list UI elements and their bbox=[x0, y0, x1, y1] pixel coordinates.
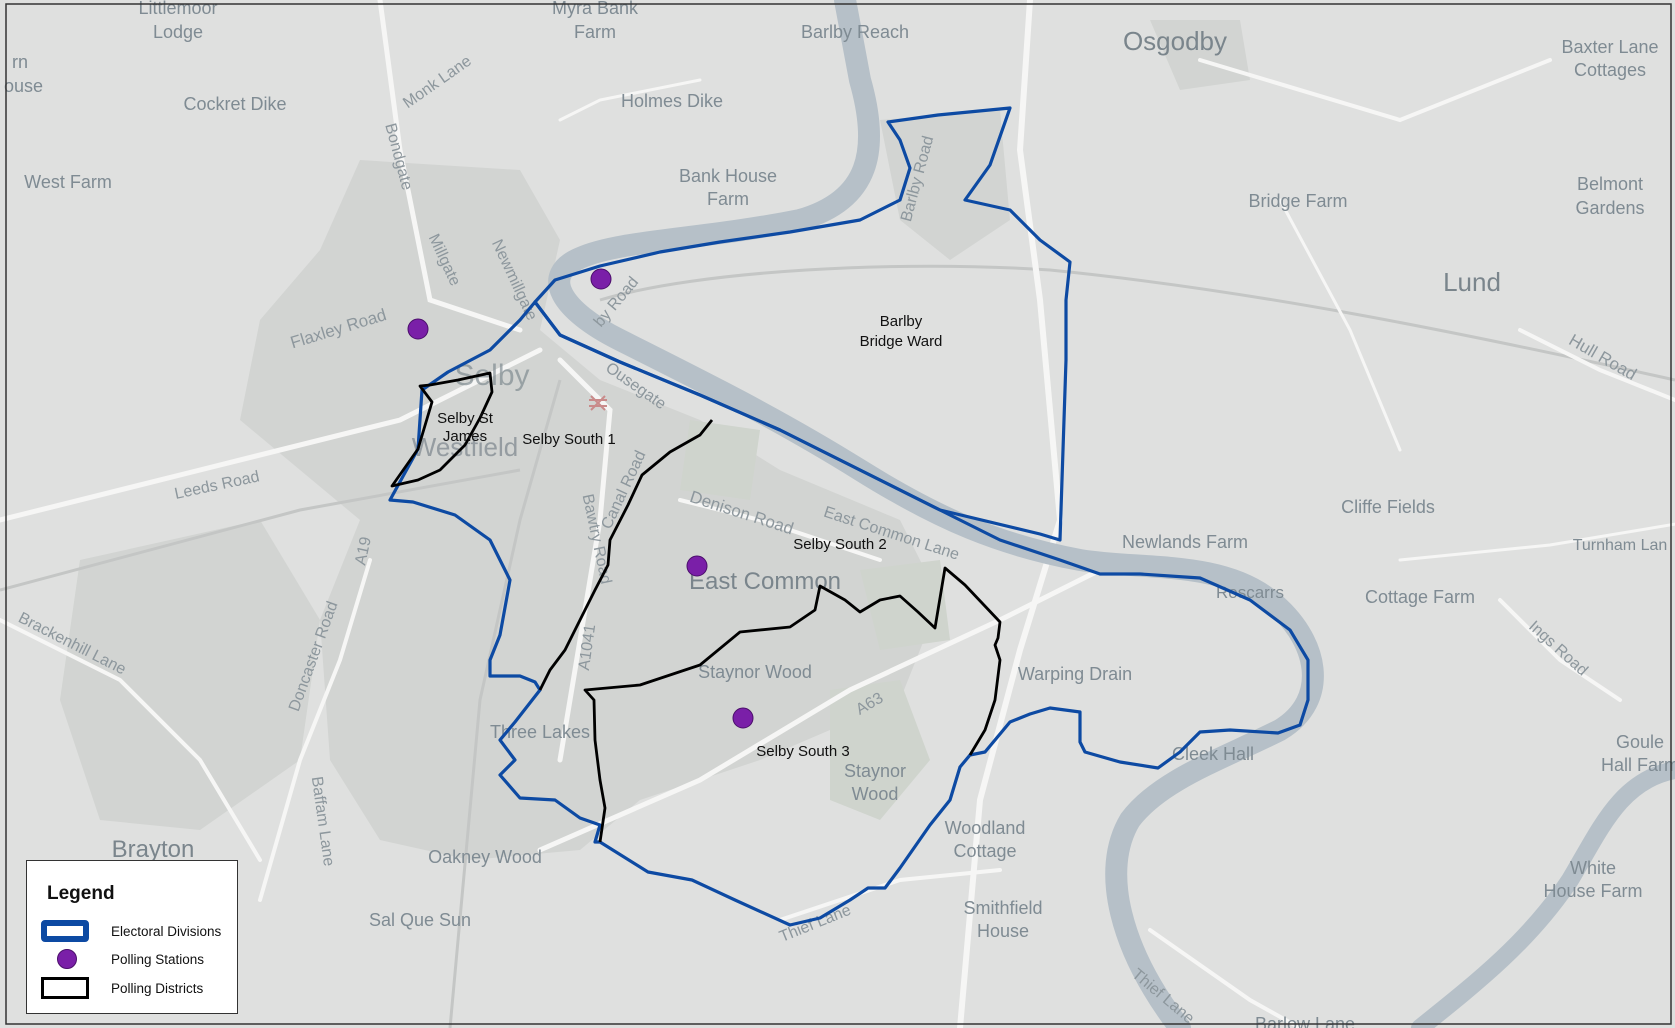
electoral-divisions[interactable] bbox=[388, 106, 1310, 927]
electoral-division-boundary[interactable] bbox=[388, 300, 1310, 927]
place-label: House Farm bbox=[1543, 881, 1642, 901]
place-label: White bbox=[1570, 858, 1616, 878]
legend-item-label: Electoral Divisions bbox=[111, 924, 222, 939]
place-label: Newlands Farm bbox=[1122, 532, 1248, 552]
district-label: Selby South 3 bbox=[756, 743, 849, 760]
place-label: Lodge bbox=[153, 22, 203, 42]
railway-station-icon bbox=[589, 395, 607, 411]
place-label: Bridge Farm bbox=[1248, 191, 1347, 211]
place-label: Holmes Dike bbox=[621, 91, 723, 111]
legend-item-polling-districts: Polling Districts bbox=[41, 976, 236, 1002]
place-label: Westfield bbox=[412, 432, 518, 462]
legend-item-polling-stations: Polling Stations bbox=[41, 947, 236, 973]
place-label: Barlow Lane bbox=[1255, 1014, 1355, 1028]
polling-stations[interactable] bbox=[407, 268, 754, 729]
legend: Legend Electoral Divisions Polling Stati… bbox=[26, 860, 238, 1014]
district-labels: Barlby Bridge Ward Selby St James Selby … bbox=[437, 313, 942, 760]
polling-station-marker[interactable] bbox=[407, 318, 429, 340]
electoral-division-symbol-icon bbox=[41, 920, 89, 942]
place-label: West Farm bbox=[24, 172, 112, 192]
place-label: Farm bbox=[707, 189, 749, 209]
place-label: Sal Que Sun bbox=[369, 910, 471, 930]
electoral-division-boundary[interactable] bbox=[533, 106, 1072, 542]
place-label: Cottage Farm bbox=[1365, 587, 1475, 607]
district-label: Selby South 1 bbox=[522, 431, 615, 448]
place-label: Cliffe Fields bbox=[1341, 497, 1435, 517]
place-label: Hall Farm bbox=[1601, 755, 1675, 775]
polling-station-symbol-icon bbox=[57, 949, 77, 969]
place-label: Lund bbox=[1443, 267, 1501, 297]
polling-districts[interactable] bbox=[390, 371, 1002, 843]
district-label: Barlby bbox=[880, 313, 923, 330]
place-labels: Littlemoor Lodge Myra Bank Farm Barlby R… bbox=[4, 0, 1675, 1028]
polling-district-boundary[interactable] bbox=[390, 371, 494, 488]
place-label: Littlemoor bbox=[138, 0, 217, 18]
place-label: Smithfield bbox=[963, 898, 1042, 918]
place-label: rn bbox=[12, 52, 28, 72]
river-ouse-east bbox=[1411, 761, 1675, 1028]
place-label: Gardens bbox=[1575, 198, 1644, 218]
place-label: Bank House bbox=[679, 166, 777, 186]
place-label: Wood bbox=[852, 784, 899, 804]
polling-station-marker[interactable] bbox=[686, 555, 708, 577]
place-label: East Common bbox=[689, 568, 841, 595]
place-label: Cottage bbox=[953, 841, 1016, 861]
polling-district-boundary[interactable] bbox=[538, 419, 714, 691]
place-label: Barlby Reach bbox=[801, 22, 909, 42]
legend-item-label: Polling Districts bbox=[111, 981, 204, 996]
place-label: Belmont bbox=[1577, 174, 1643, 194]
place-label: Cleek Hall bbox=[1172, 744, 1254, 764]
district-label: Selby South 2 bbox=[793, 536, 886, 553]
district-label: Bridge Ward bbox=[860, 333, 943, 350]
place-label: Myra Bank bbox=[552, 0, 639, 18]
place-label: Oakney Wood bbox=[428, 847, 542, 867]
place-label: Farm bbox=[574, 22, 616, 42]
map-border bbox=[5, 3, 1672, 1025]
place-label: Turnham Lan bbox=[1573, 537, 1668, 554]
polling-station-marker[interactable] bbox=[590, 268, 612, 290]
railways bbox=[0, 264, 1675, 1028]
polling-district-boundary[interactable] bbox=[583, 566, 1002, 843]
road-label: A1041 bbox=[576, 623, 599, 671]
place-label: House bbox=[977, 921, 1029, 941]
place-label: Cottages bbox=[1574, 60, 1646, 80]
place-label: ouse bbox=[4, 76, 43, 96]
polling-station-marker[interactable] bbox=[732, 707, 754, 729]
place-label: Brayton bbox=[112, 836, 195, 863]
place-label: Woodland bbox=[945, 818, 1026, 838]
road-label: A19 bbox=[352, 535, 375, 566]
wood-areas bbox=[680, 420, 950, 820]
place-label: Staynor Wood bbox=[698, 662, 812, 682]
legend-item-electoral-divisions: Electoral Divisions bbox=[41, 919, 236, 945]
district-label: James bbox=[443, 428, 487, 445]
place-label: Osgodby bbox=[1123, 26, 1227, 56]
legend-item-label: Polling Stations bbox=[111, 952, 205, 967]
legend-title: Legend bbox=[47, 883, 115, 904]
place-label: Staynor bbox=[844, 761, 906, 781]
place-label: Roscarrs bbox=[1216, 583, 1284, 602]
place-label: Baxter Lane bbox=[1561, 37, 1658, 57]
place-label: Warping Drain bbox=[1018, 664, 1132, 684]
place-label: Three Lakes bbox=[490, 722, 590, 742]
place-label: Cockret Dike bbox=[183, 94, 286, 114]
district-label: Selby St bbox=[437, 410, 494, 427]
place-label: Goule bbox=[1616, 732, 1664, 752]
river-ouse bbox=[548, 0, 1324, 1028]
polling-district-symbol-icon bbox=[41, 977, 89, 999]
